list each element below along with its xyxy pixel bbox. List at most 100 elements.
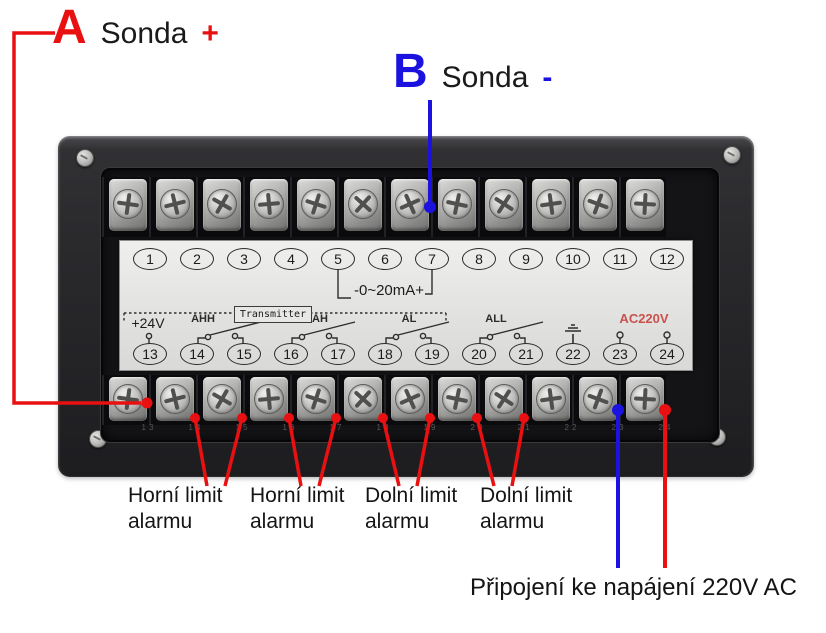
terminal-number-10: 10 (556, 248, 590, 270)
terminal-number-14: 14 (180, 343, 214, 365)
alarm-label-3-line2: alarmu (365, 510, 430, 533)
terminal-number-23: 23 (603, 343, 637, 365)
alarm-label-2-line1: Horní limit (250, 484, 345, 507)
terminal-number-7: 7 (415, 248, 449, 270)
screw-head-icon (301, 384, 331, 414)
terminal-row-bottom (101, 375, 719, 425)
terminal-face (532, 179, 570, 231)
terminal-number-4: 4 (274, 248, 308, 270)
stamped-id-18: 18 (376, 423, 392, 432)
terminal-screw-3 (196, 177, 243, 237)
terminal-number-22: 22 (556, 343, 590, 365)
stamped-id-14: 14 (188, 423, 204, 432)
terminal-screw-19 (384, 375, 431, 425)
alarm-label-4-line1: Dolní limit (480, 484, 573, 507)
terminal-screw-20 (431, 375, 478, 425)
terminal-number-2: 2 (180, 248, 214, 270)
terminal-number-3: 3 (227, 248, 261, 270)
terminal-number-15: 15 (227, 343, 261, 365)
screw-head-icon (489, 384, 519, 414)
screw-head-icon (395, 189, 425, 219)
terminal-face (391, 179, 429, 231)
terminal-screw-21 (478, 375, 525, 425)
screw-head-icon (160, 384, 190, 414)
terminal-face (532, 377, 570, 421)
transmitter-box: Transmitter (234, 306, 312, 323)
screw-head-icon (395, 384, 425, 414)
terminal-face (250, 377, 288, 421)
screw-head-icon (489, 189, 519, 219)
terminal-screw-7 (384, 177, 431, 237)
terminal-face (344, 377, 382, 421)
probe-a-letter: A (52, 1, 87, 54)
terminal-screw-18 (337, 375, 384, 425)
screw-head-icon (536, 384, 566, 414)
current-range-label: -0~20mA+ (353, 282, 425, 299)
terminal-screw-5 (290, 177, 337, 237)
stamped-id-19: 19 (423, 423, 439, 432)
terminal-row-top (101, 177, 719, 237)
terminal-screw-16 (243, 375, 290, 425)
screw-head-icon (113, 189, 143, 219)
stamped-id-22: 22 (564, 423, 580, 432)
terminal-number-13: 13 (133, 343, 167, 365)
probe-b-callout: B Sonda - (393, 48, 552, 96)
terminal-screw-15 (196, 375, 243, 425)
terminal-face (250, 179, 288, 231)
alarm-label-2-line2: alarmu (250, 510, 315, 533)
terminal-screw-1 (102, 177, 149, 237)
terminal-screw-14 (149, 375, 196, 425)
probe-a-text: Sonda (100, 17, 188, 50)
terminal-screw-23 (572, 375, 619, 425)
alarm-label-3: Dolní limit alarmu (365, 483, 485, 535)
stamped-id-17: 17 (329, 423, 345, 432)
alarm-label-4-line2: alarmu (480, 510, 545, 533)
terminal-screw-17 (290, 375, 337, 425)
terminal-face (485, 179, 523, 231)
probe-a-callout: A Sonda + (52, 4, 219, 52)
terminal-face (156, 179, 194, 231)
stamped-id-15: 15 (235, 423, 251, 432)
mains-ac220v-label: AC220V (619, 311, 669, 326)
screw-head-icon (536, 189, 566, 219)
screw-head-icon (207, 384, 237, 414)
case-screw-top-right (723, 146, 741, 164)
relay-al-label: AL (401, 313, 417, 325)
terminal-number-24: 24 (650, 343, 684, 365)
terminal-number-16: 16 (274, 343, 308, 365)
stamped-id-20: 20 (470, 423, 486, 432)
terminal-number-17: 17 (321, 343, 355, 365)
terminal-number-12: 12 (650, 248, 684, 270)
terminal-face (438, 179, 476, 231)
relay-ahh-label: AHH (191, 313, 215, 325)
alarm-label-2: Horní limit alarmu (250, 483, 370, 535)
terminal-screw-11 (572, 177, 619, 237)
alarm-label-3-line1: Dolní limit (365, 484, 458, 507)
terminal-face (391, 377, 429, 421)
screw-head-icon (583, 384, 613, 414)
screw-head-icon (630, 189, 660, 219)
terminal-face (579, 377, 617, 421)
terminal-screw-24 (619, 375, 666, 425)
terminal-number-11: 11 (603, 248, 637, 270)
alarm-label-1-line2: alarmu (128, 510, 193, 533)
probe-a-polarity: + (201, 17, 219, 50)
relay-ah-label: AH (312, 313, 328, 325)
screw-head-icon (348, 384, 378, 414)
terminal-face (203, 179, 241, 231)
alarm-label-1: Horní limit alarmu (128, 483, 248, 535)
terminal-number-8: 8 (462, 248, 496, 270)
terminal-face (297, 179, 335, 231)
terminal-number-1: 1 (133, 248, 167, 270)
screw-head-icon (254, 384, 284, 414)
terminal-face (109, 377, 147, 421)
relay-all-label: ALL (485, 313, 507, 325)
screw-head-icon (348, 189, 378, 219)
terminal-number-9: 9 (509, 248, 543, 270)
stamped-id-23: 23 (611, 423, 627, 432)
alarm-label-1-line1: Horní limit (128, 484, 223, 507)
terminal-face (203, 377, 241, 421)
terminal-face (579, 179, 617, 231)
